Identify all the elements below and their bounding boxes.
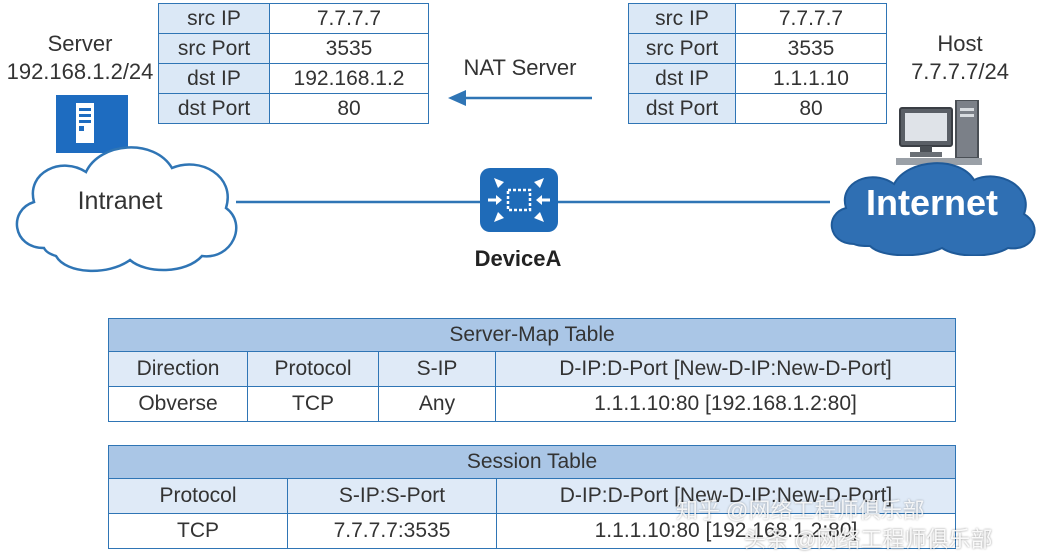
server-ip: 192.168.1.2/24 xyxy=(6,59,154,84)
column-header: Protocol xyxy=(247,351,379,387)
device-label: DeviceA xyxy=(474,246,562,271)
nat-server-label: NAT Server xyxy=(463,55,577,80)
packet-key: dst IP xyxy=(158,63,270,94)
table-row: Obverse TCP Any 1.1.1.10:80 [192.168.1.2… xyxy=(108,386,956,422)
intranet-cloud-icon xyxy=(15,146,238,272)
packet-value: 7.7.7.7 xyxy=(269,3,429,34)
table-header-row: Protocol S-IP:S-Port D-IP:D-Port [New-D-… xyxy=(108,478,956,514)
column-header: S-IP:S-Port xyxy=(287,478,497,514)
packet-value: 3535 xyxy=(269,33,429,64)
packet-value: 80 xyxy=(735,93,887,124)
packet-value: 80 xyxy=(269,93,429,124)
watermark-toutiao: 头条 @网络工程师俱乐部 xyxy=(744,527,993,552)
packet-value: 3535 xyxy=(735,33,887,64)
packet-value: 192.168.1.2 xyxy=(269,63,429,94)
table-cell: 7.7.7.7:3535 xyxy=(287,513,497,549)
watermark-zhihu: 知乎 @网络工程师俱乐部 xyxy=(676,498,925,523)
session-title: Session Table xyxy=(108,445,956,479)
table-cell: TCP xyxy=(108,513,288,549)
packet-key: src Port xyxy=(628,33,736,64)
column-header: D-IP:D-Port [New-D-IP:New-D-Port] xyxy=(496,478,956,514)
intranet-label: Intranet xyxy=(77,187,163,215)
host-ip: 7.7.7.7/24 xyxy=(911,59,1009,84)
packet-value: 1.1.1.10 xyxy=(735,63,887,94)
table-row: TCP 7.7.7.7:3535 1.1.1.10:80 [192.168.1.… xyxy=(108,513,956,549)
server-label: Server xyxy=(47,31,113,56)
table-cell: 1.1.1.10:80 [192.168.1.2:80] xyxy=(496,513,956,549)
packet-key: src Port xyxy=(158,33,270,64)
session-table: Session Table Protocol S-IP:S-Port D-IP:… xyxy=(108,445,956,549)
table-title-row: Server-Map Table xyxy=(108,318,956,352)
server-map-table: Server-Map Table Direction Protocol S-IP… xyxy=(108,318,956,422)
column-header: S-IP xyxy=(378,351,496,387)
internet-label: Internet xyxy=(865,182,998,223)
device-icon xyxy=(480,168,558,232)
host-label: Host xyxy=(937,31,983,56)
server-icon xyxy=(56,95,128,153)
table-title-row: Session Table xyxy=(108,445,956,479)
column-header: D-IP:D-Port [New-D-IP:New-D-Port] xyxy=(495,351,956,387)
nat-arrow-head xyxy=(448,90,466,106)
table-header-row: Direction Protocol S-IP D-IP:D-Port [New… xyxy=(108,351,956,387)
server-map-title: Server-Map Table xyxy=(108,318,956,352)
packet-key: src IP xyxy=(628,3,736,34)
column-header: Protocol xyxy=(108,478,288,514)
table-cell: TCP xyxy=(247,386,379,422)
table-cell: 1.1.1.10:80 [192.168.1.2:80] xyxy=(495,386,956,422)
packet-key: dst Port xyxy=(628,93,736,124)
internet-cloud-icon xyxy=(830,162,1036,256)
packet-key: src IP xyxy=(158,3,270,34)
packet-value: 7.7.7.7 xyxy=(735,3,887,34)
computer-icon xyxy=(896,100,982,165)
packet-key: dst IP xyxy=(628,63,736,94)
packet-key: dst Port xyxy=(158,93,270,124)
table-cell: Obverse xyxy=(108,386,248,422)
column-header: Direction xyxy=(108,351,248,387)
table-cell: Any xyxy=(378,386,496,422)
